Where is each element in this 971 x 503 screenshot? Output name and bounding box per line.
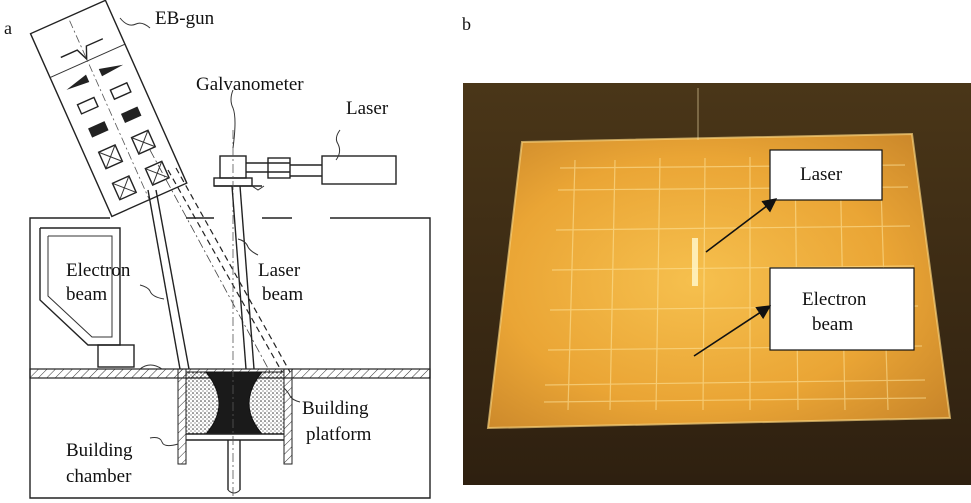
leader-lines	[119, 17, 341, 447]
photo-label-electron-beam-text-1: Electron	[802, 289, 867, 310]
label-laser: Laser	[346, 98, 389, 119]
powder-hopper	[39, 227, 135, 368]
label-electron-beam-1: Electron	[66, 260, 131, 281]
label-laser-beam-1: Laser	[258, 260, 301, 281]
label-galvanometer: Galvanometer	[196, 74, 304, 95]
label-building-chamber-2: chamber	[66, 466, 132, 487]
galvanometer	[213, 130, 322, 498]
photo-label-electron-beam-text-2: beam	[812, 314, 853, 335]
label-eb-gun: EB-gun	[155, 8, 215, 29]
photo-panel: b Laser	[462, 14, 971, 485]
laser-spot	[692, 238, 698, 286]
laser-source	[321, 155, 397, 185]
arrow-to-laser	[705, 198, 778, 253]
laser-beam	[231, 185, 255, 370]
photo-label-electron-beam: Electron beam	[769, 267, 915, 351]
glowing-plate	[488, 134, 950, 428]
scan-grid	[543, 155, 927, 411]
label-electron-beam-2: beam	[66, 284, 107, 305]
eb-gun	[29, 0, 188, 218]
label-building-chamber-1: Building	[66, 440, 133, 461]
panel-label-b: b	[462, 14, 471, 34]
arrow-to-electron-beam	[693, 305, 772, 357]
vacuum-chamber	[29, 217, 431, 499]
label-laser-beam-2: beam	[262, 284, 303, 305]
deflection-paths	[167, 167, 291, 373]
label-building-platform-2: platform	[306, 424, 372, 445]
photo-label-laser-text: Laser	[800, 164, 843, 185]
powder-rake	[97, 344, 135, 368]
building-chamber	[177, 368, 293, 494]
panel-label-a: a	[4, 18, 12, 38]
schematic-panel: a	[4, 0, 431, 499]
electron-beam	[147, 149, 271, 373]
label-building-platform-1: Building	[302, 398, 369, 419]
photo-label-laser: Laser	[769, 149, 883, 201]
